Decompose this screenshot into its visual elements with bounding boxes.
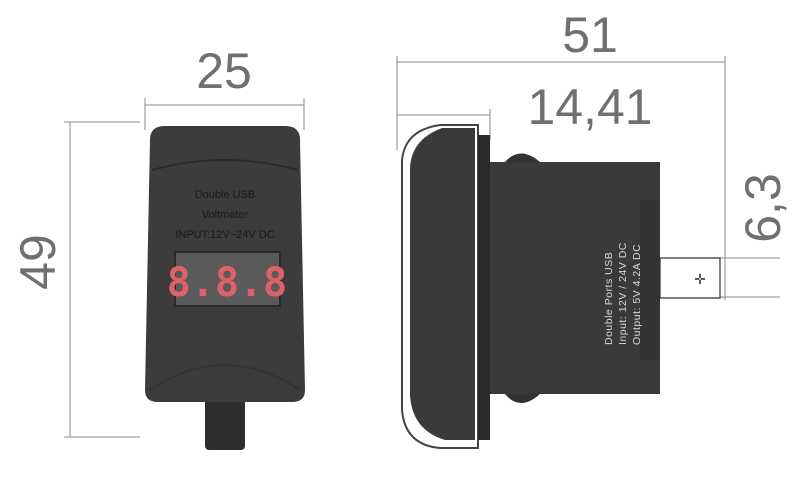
display-digits: 8.8.8 (167, 260, 287, 306)
front-label-line2: Voltmeter (202, 209, 249, 221)
terminal-tab (659, 257, 721, 299)
side-label-line1: Double Ports USB (603, 252, 615, 345)
side-body (490, 162, 660, 394)
front-label-line1: Double USB (195, 189, 256, 201)
side-label-line3: Output: 5V 4.2A DC (631, 244, 643, 345)
front-view: Double USB Voltmeter INPUT:12V~24V DC 8.… (145, 126, 305, 450)
voltmeter-display (174, 251, 281, 307)
dimension-total-depth: 51 (562, 7, 618, 63)
dimension-bezel-depth: 14,41 (527, 79, 652, 135)
dimension-front-height: 49 (10, 234, 66, 290)
side-label-line2: Input: 12V / 24V DC (617, 242, 629, 345)
dimension-front-width: 25 (196, 43, 252, 99)
crosshair-icon: ✛ (694, 271, 706, 287)
side-view: ✛ Double Ports USB Input: 12V / 24V DC O… (401, 124, 721, 449)
dimension-terminal-height: 6,3 (735, 173, 791, 243)
front-label-line3: INPUT:12V~24V DC (175, 229, 274, 241)
